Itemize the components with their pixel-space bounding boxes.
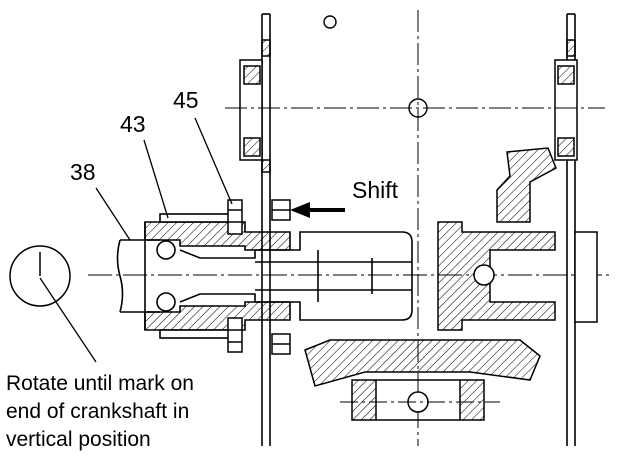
mark-indicator (9, 245, 71, 307)
callout-43: 43 (120, 111, 146, 137)
note-line-1: Rotate until mark on (6, 372, 194, 395)
bevel-gear (304, 339, 541, 421)
callout-38: 38 (70, 159, 96, 185)
coupling-housing (144, 213, 291, 339)
bolt-upper (227, 199, 243, 235)
shift-arrow (290, 202, 345, 218)
callout-45: 45 (173, 87, 199, 113)
upper-bearing-right (554, 39, 578, 161)
note-line-3: vertical position (6, 428, 151, 451)
note-line-2: end of crankshaft in (6, 400, 189, 423)
top-hole (323, 15, 337, 29)
inner-shaft (179, 231, 413, 321)
leader-lines (39, 117, 233, 363)
gear-hub (437, 147, 598, 331)
crankshaft (116, 239, 176, 313)
shift-label: Shift (352, 177, 399, 203)
nut-upper (271, 199, 291, 221)
bolt-lower (227, 317, 243, 353)
upper-bearing-left (239, 39, 271, 173)
nut-lower (271, 333, 291, 355)
